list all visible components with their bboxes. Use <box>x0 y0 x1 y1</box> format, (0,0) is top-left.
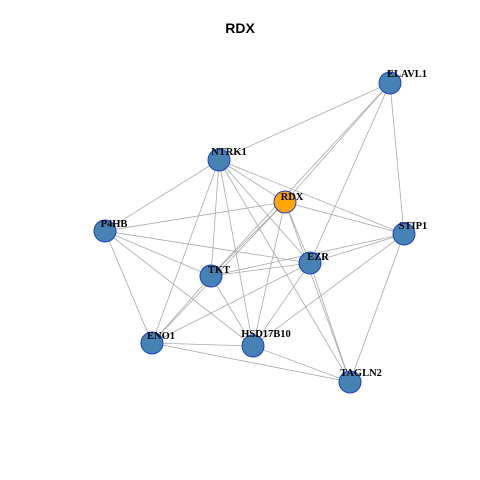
edge-ntrk1-rdx <box>218 159 286 203</box>
graph-title: RDX <box>225 20 255 36</box>
node-rdx[interactable]: RDX <box>273 190 304 214</box>
node-eno1[interactable]: ENO1 <box>140 331 175 355</box>
edge-p4hb-hsd17b10 <box>104 230 254 347</box>
edge-ntrk1-hsd17b10 <box>218 159 254 347</box>
edge-ntrk1-ezr <box>218 159 311 264</box>
edge-ntrk1-tagln2 <box>218 159 351 383</box>
node-elavl1[interactable]: ELAVL1 <box>378 69 427 95</box>
edge-ntrk1-p4hb <box>104 159 220 232</box>
node-circle[interactable] <box>93 219 117 243</box>
edge-ntrk1-stip1 <box>218 159 405 235</box>
node-label: ELAVL1 <box>387 69 427 80</box>
edge-rdx-stip1 <box>284 201 405 235</box>
node-circle[interactable] <box>378 71 402 95</box>
edge-ntrk1-eno1 <box>151 159 220 344</box>
node-label: RDX <box>281 192 304 203</box>
edge-stip1-tagln2 <box>349 233 405 383</box>
node-stip1[interactable]: STIP1 <box>392 221 428 246</box>
edge-p4hb-ezr <box>104 230 311 264</box>
node-p4hb[interactable]: P4HB <box>93 219 128 243</box>
edge-rdx-elavl1 <box>284 82 391 203</box>
node-ezr[interactable]: EZR <box>298 251 329 275</box>
node-label: EZR <box>307 252 329 263</box>
edge-rdx-tkt <box>210 201 286 277</box>
edge-rdx-p4hb <box>104 201 286 232</box>
node-circle[interactable] <box>273 190 297 214</box>
edge-tkt-eno1 <box>151 275 212 344</box>
node-circle[interactable] <box>241 334 265 358</box>
edge-eno1-tagln2 <box>151 342 351 383</box>
node-hsd17b10[interactable]: HSD17B10 <box>241 329 291 358</box>
node-label: STIP1 <box>399 221 428 232</box>
edge-ezr-elavl1 <box>309 82 391 264</box>
node-tkt[interactable]: TKT <box>199 264 230 288</box>
node-circle[interactable] <box>199 264 223 288</box>
edge-p4hb-eno1 <box>104 230 153 344</box>
node-circle[interactable] <box>392 222 416 246</box>
edge-ezr-eno1 <box>151 262 311 344</box>
edge-ezr-tkt <box>210 262 311 277</box>
edge-p4hb-tkt <box>104 230 212 277</box>
node-label: HSD17B10 <box>241 329 291 340</box>
node-circle[interactable] <box>298 251 322 275</box>
node-label: ENO1 <box>147 331 175 342</box>
node-circle[interactable] <box>338 370 362 394</box>
edge-tkt-hsd17b10 <box>210 275 254 347</box>
node-label: TAGLN2 <box>340 368 382 379</box>
node-circle[interactable] <box>207 148 231 172</box>
edge-stip1-ezr <box>309 233 405 264</box>
edge-ezr-hsd17b10 <box>252 262 311 347</box>
edge-eno1-hsd17b10 <box>151 342 254 347</box>
node-ntrk1[interactable]: NTRK1 <box>207 147 247 172</box>
edge-ntrk1-tkt <box>210 159 220 277</box>
edge-tkt-elavl1 <box>210 82 391 277</box>
edge-stip1-elavl1 <box>389 82 405 235</box>
node-label: P4HB <box>101 219 128 230</box>
edge-stip1-hsd17b10 <box>252 233 405 347</box>
edge-rdx-tagln2 <box>284 201 351 383</box>
node-circle[interactable] <box>140 331 164 355</box>
node-label: NTRK1 <box>211 147 247 158</box>
node-label: TKT <box>208 265 230 276</box>
edge-ezr-tagln2 <box>309 262 351 383</box>
edge-hsd17b10-tagln2 <box>252 345 351 383</box>
node-tagln2[interactable]: TAGLN2 <box>338 368 382 394</box>
edge-ntrk1-elavl1 <box>218 82 391 161</box>
edge-rdx-hsd17b10 <box>252 201 286 347</box>
edge-layer <box>104 82 405 383</box>
